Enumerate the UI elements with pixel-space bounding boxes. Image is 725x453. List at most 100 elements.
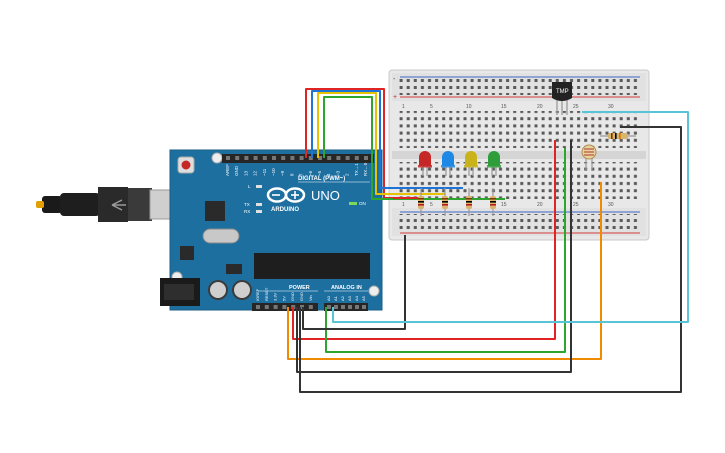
analog-pin[interactable] xyxy=(348,305,352,309)
analog-pin-label: A3 xyxy=(347,295,352,301)
on-indicator xyxy=(349,202,357,205)
sensor-label: TMP xyxy=(556,89,569,95)
led-label-tx: TX xyxy=(244,202,250,207)
temperature-sensor-icon: TMP xyxy=(552,82,572,115)
analog-pin-label: A4 xyxy=(354,295,359,301)
digital-pin[interactable] xyxy=(262,156,267,160)
red-led xyxy=(418,151,432,176)
wire-red-5v xyxy=(292,140,556,340)
column-number: 20 xyxy=(537,202,543,208)
blue-led xyxy=(441,151,455,176)
led-label-l: L xyxy=(248,184,251,189)
analog-pin[interactable] xyxy=(362,305,366,309)
power-pin-label: RESET xyxy=(264,287,269,301)
digital-pin-label: 13 xyxy=(243,170,248,176)
wire-green-pin10 xyxy=(323,96,405,200)
digital-pin[interactable] xyxy=(318,156,322,160)
digital-pin-label: ~3 xyxy=(335,170,340,176)
wire-blue-pin12 xyxy=(311,90,463,189)
digital-pin-label: TX→1 xyxy=(354,163,359,176)
usb-cable-icon xyxy=(36,187,171,222)
breadboard-center-channel xyxy=(392,151,646,159)
wire-black-gnd3 xyxy=(302,235,406,330)
rail-plus-label: + xyxy=(393,94,397,101)
wire-black-gnd1 xyxy=(296,140,572,373)
digital-pin[interactable] xyxy=(308,156,313,160)
analog-pin[interactable] xyxy=(341,305,345,309)
digital-pin[interactable] xyxy=(336,156,341,160)
digital-pin[interactable] xyxy=(235,156,240,160)
power-pin-label: Vin xyxy=(308,295,313,301)
analog-pin[interactable] xyxy=(327,305,331,309)
components: TMP xyxy=(418,82,636,216)
digital-pin[interactable] xyxy=(345,156,350,160)
column-number: 15 xyxy=(501,202,507,208)
digital-pin-label: 4 xyxy=(326,173,331,176)
power-pin[interactable] xyxy=(264,305,269,309)
digital-pin-label: 7 xyxy=(299,173,304,176)
column-number: 5 xyxy=(430,202,433,208)
power-pin-label: IOREF xyxy=(255,288,260,301)
digital-pin-header xyxy=(222,154,374,163)
digital-pin-label: AREF xyxy=(225,164,230,176)
green-led xyxy=(487,151,501,176)
rail-minus-label: - xyxy=(393,76,396,83)
analog-header-label: ANALOG IN xyxy=(331,285,362,291)
column-number: 30 xyxy=(608,202,614,208)
power-pin-label: 5V xyxy=(281,296,286,301)
power-pin-label: 3.3V xyxy=(273,292,278,301)
breadboard-upper-terminal xyxy=(398,111,640,148)
digital-pin-label: ~10 xyxy=(271,168,276,176)
column-number: 25 xyxy=(573,202,579,208)
column-number: 1 xyxy=(402,202,405,208)
brand-label: ARDUINO xyxy=(271,207,299,213)
yellow-led xyxy=(464,151,478,176)
digital-pin[interactable] xyxy=(244,156,249,160)
analog-pin-label: A0 xyxy=(326,295,331,301)
wire-yellow-pin11 xyxy=(317,92,392,195)
power-header-label: POWER xyxy=(289,285,310,291)
power-pin[interactable] xyxy=(282,305,287,309)
digital-pin[interactable] xyxy=(364,156,368,160)
power-pin[interactable] xyxy=(256,305,260,309)
analog-pin-label: A1 xyxy=(333,295,338,301)
column-number: 10 xyxy=(466,104,472,110)
digital-pin[interactable] xyxy=(327,156,332,160)
digital-pin-label: 2 xyxy=(345,173,350,176)
digital-pin[interactable] xyxy=(253,156,258,160)
column-number: 25 xyxy=(573,104,579,110)
digital-pin-label: ~6 xyxy=(308,170,313,176)
digital-pin-label: ~5 xyxy=(317,170,322,176)
analog-pin-label: A2 xyxy=(340,295,345,301)
wire-cyan-a2 xyxy=(332,111,689,323)
digital-pin-label: 8 xyxy=(289,173,294,176)
on-label: ON xyxy=(359,201,366,206)
breadboard-lower-terminal xyxy=(398,162,640,199)
digital-pin[interactable] xyxy=(226,156,230,160)
analog-pin[interactable] xyxy=(334,305,338,309)
power-pin-label: GND xyxy=(299,292,304,301)
analog-pin[interactable] xyxy=(355,305,359,309)
analog-pin-header xyxy=(324,303,368,311)
digital-pin-label: 12 xyxy=(253,170,258,176)
column-number: 30 xyxy=(608,104,614,110)
digital-pin-label: RX←0 xyxy=(363,162,368,176)
digital-pin[interactable] xyxy=(281,156,286,160)
wires xyxy=(287,88,689,393)
analog-pin-label: A5 xyxy=(361,295,366,301)
power-pin[interactable] xyxy=(273,305,278,309)
power-pin[interactable] xyxy=(308,305,313,309)
digital-pin[interactable] xyxy=(299,156,304,160)
column-number: 20 xyxy=(537,104,543,110)
microcontroller-chip xyxy=(254,253,370,279)
digital-pin-label: ~9 xyxy=(280,170,285,176)
digital-pin[interactable] xyxy=(354,156,359,160)
digital-pin[interactable] xyxy=(272,156,276,160)
wire-orange-a1 xyxy=(287,182,602,360)
column-number: 5 xyxy=(430,104,433,110)
digital-header-label: DIGITAL (PWM~) xyxy=(298,176,345,182)
digital-pin[interactable] xyxy=(290,156,295,160)
column-number: 1 xyxy=(402,104,405,110)
wire-black-gnd2 xyxy=(299,126,682,393)
